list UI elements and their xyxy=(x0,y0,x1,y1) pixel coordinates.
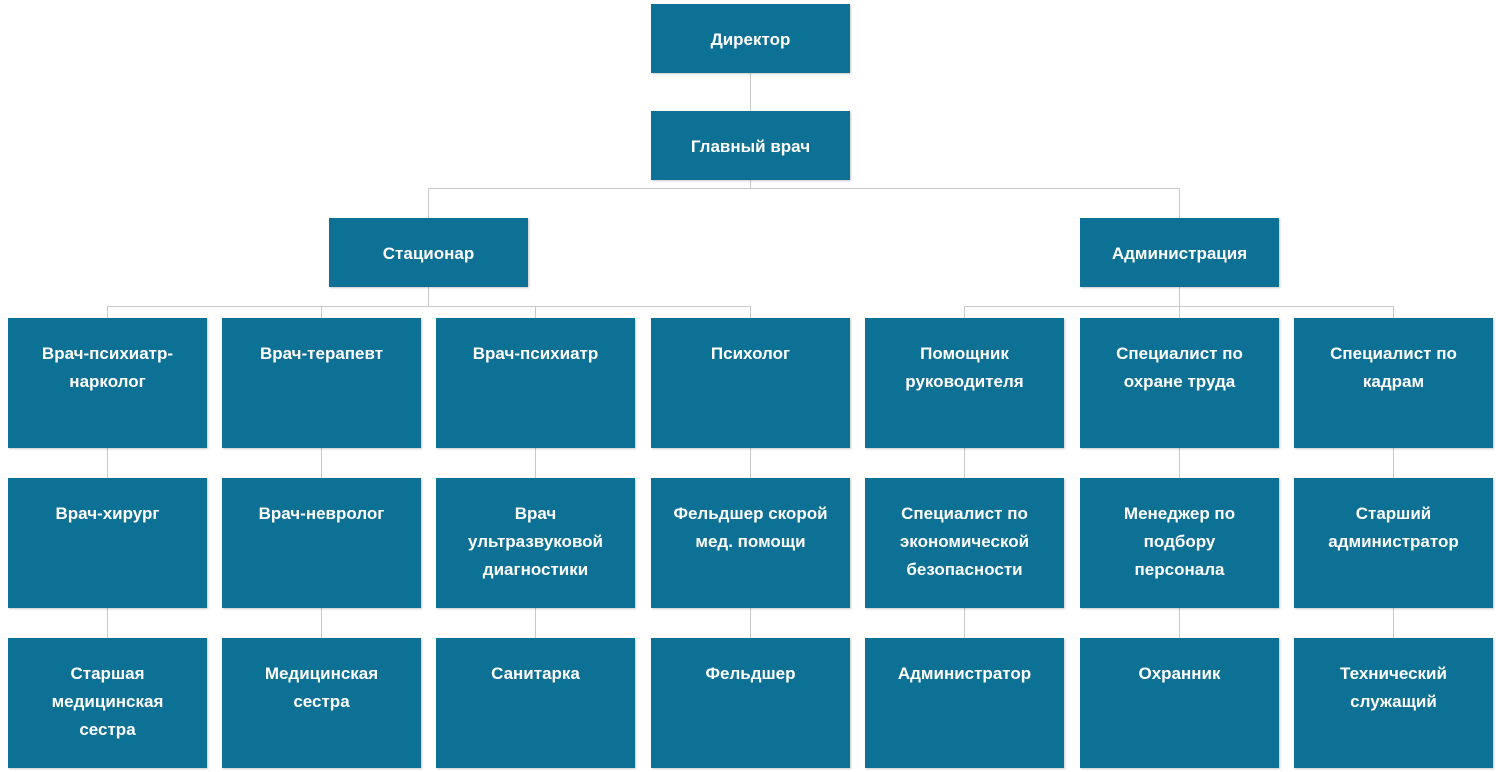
org-node-psych_narco[interactable]: Врач-психиатр- нарколог xyxy=(8,318,207,448)
org-node-label: Старшая медицинская сестра xyxy=(51,664,164,739)
connector-bus-to-administration xyxy=(1179,188,1180,218)
connector-level2-bus xyxy=(428,188,1179,189)
org-node-label: Специалист по охране труда xyxy=(1116,344,1243,391)
connector-col5-r4-r5 xyxy=(964,608,965,638)
connector-admin-drop-3 xyxy=(1393,306,1394,318)
org-node-chief_doctor[interactable]: Главный врач xyxy=(651,111,850,180)
org-node-label: Главный врач xyxy=(690,137,811,156)
org-node-hospital[interactable]: Стационар xyxy=(329,218,528,287)
connector-col1-r4-r5 xyxy=(107,608,108,638)
connector-col4-r3-r4 xyxy=(750,448,751,478)
org-node-senior_admin[interactable]: Старший администратор xyxy=(1294,478,1493,608)
org-node-paramedic_ems[interactable]: Фельдшер скорой мед. помощи xyxy=(651,478,850,608)
connector-hospital-bus xyxy=(107,306,750,307)
org-node-label: Врач-невролог xyxy=(258,504,385,523)
org-node-hr_specialist[interactable]: Специалист по кадрам xyxy=(1294,318,1493,448)
org-node-admin[interactable]: Администратор xyxy=(865,638,1064,768)
org-node-label: Администрация xyxy=(1111,244,1248,263)
connector-director-to-chief xyxy=(750,73,751,111)
org-node-label: Старший администратор xyxy=(1328,504,1459,551)
org-node-label: Психолог xyxy=(710,344,791,363)
org-node-ultrasound[interactable]: Врач ультразвуковой диагностики xyxy=(436,478,635,608)
connector-hospital-drop-3 xyxy=(535,306,536,318)
org-node-label: Врач-хирург xyxy=(55,504,160,523)
org-node-recruiter[interactable]: Менеджер по подбору персонала xyxy=(1080,478,1279,608)
connector-col6-r4-r5 xyxy=(1179,608,1180,638)
org-node-administration[interactable]: Администрация xyxy=(1080,218,1279,287)
org-node-therapist[interactable]: Врач-терапевт xyxy=(222,318,421,448)
org-node-label: Фельдшер скорой мед. помощи xyxy=(673,504,828,551)
org-node-director[interactable]: Директор xyxy=(651,4,850,73)
org-node-label: Стационар xyxy=(382,244,475,263)
org-node-label: Помощник руководителя xyxy=(905,344,1024,391)
connector-admin-drop-1 xyxy=(964,306,965,318)
connector-col3-r4-r5 xyxy=(535,608,536,638)
org-node-label: Санитарка xyxy=(491,664,580,683)
org-node-head_nurse[interactable]: Старшая медицинская сестра xyxy=(8,638,207,768)
org-node-econ_security[interactable]: Специалист по экономической безопасности xyxy=(865,478,1064,608)
connector-admin-bus xyxy=(964,306,1393,307)
connector-col4-r4-r5 xyxy=(750,608,751,638)
org-node-assistant_head[interactable]: Помощник руководителя xyxy=(865,318,1064,448)
org-node-labor_safety[interactable]: Специалист по охране труда xyxy=(1080,318,1279,448)
connector-hospital-down-stub xyxy=(428,287,429,306)
org-node-paramedic[interactable]: Фельдшер xyxy=(651,638,850,768)
connector-chief-down-stub xyxy=(750,180,751,188)
org-node-label: Специалист по кадрам xyxy=(1330,344,1457,391)
org-node-label: Врач-терапевт xyxy=(259,344,384,363)
connector-col1-r3-r4 xyxy=(107,448,108,478)
connector-admin-drop-2 xyxy=(1179,306,1180,318)
connector-col7-r3-r4 xyxy=(1393,448,1394,478)
org-node-label: Врач-психиатр- нарколог xyxy=(41,344,174,391)
connector-col2-r4-r5 xyxy=(321,608,322,638)
org-node-guard[interactable]: Охранник xyxy=(1080,638,1279,768)
org-node-label: Специалист по экономической безопасности xyxy=(899,504,1030,579)
connector-hospital-drop-1 xyxy=(107,306,108,318)
org-node-label: Врач ультразвуковой диагностики xyxy=(467,504,604,579)
org-node-label: Технический служащий xyxy=(1340,664,1447,711)
org-node-label: Охранник xyxy=(1138,664,1221,683)
connector-admin-down-stub xyxy=(1179,287,1180,306)
org-node-label: Врач-психиатр xyxy=(472,344,599,363)
org-node-psychologist[interactable]: Психолог xyxy=(651,318,850,448)
org-node-orderly[interactable]: Санитарка xyxy=(436,638,635,768)
org-node-nurse[interactable]: Медицинская сестра xyxy=(222,638,421,768)
connector-hospital-drop-4 xyxy=(750,306,751,318)
org-node-tech_staff[interactable]: Технический служащий xyxy=(1294,638,1493,768)
connector-hospital-drop-2 xyxy=(321,306,322,318)
org-node-label: Медицинская сестра xyxy=(264,664,379,711)
org-node-label: Директор xyxy=(710,30,791,49)
org-node-label: Администратор xyxy=(897,664,1032,683)
connector-col2-r3-r4 xyxy=(321,448,322,478)
connector-bus-to-hospital xyxy=(428,188,429,218)
connector-col5-r3-r4 xyxy=(964,448,965,478)
org-node-label: Фельдшер xyxy=(705,664,796,683)
org-node-psychiatrist[interactable]: Врач-психиатр xyxy=(436,318,635,448)
connector-col7-r4-r5 xyxy=(1393,608,1394,638)
org-node-label: Менеджер по подбору персонала xyxy=(1123,504,1236,579)
org-node-surgeon[interactable]: Врач-хирург xyxy=(8,478,207,608)
connector-col6-r3-r4 xyxy=(1179,448,1180,478)
org-node-neurologist[interactable]: Врач-невролог xyxy=(222,478,421,608)
connector-col3-r3-r4 xyxy=(535,448,536,478)
